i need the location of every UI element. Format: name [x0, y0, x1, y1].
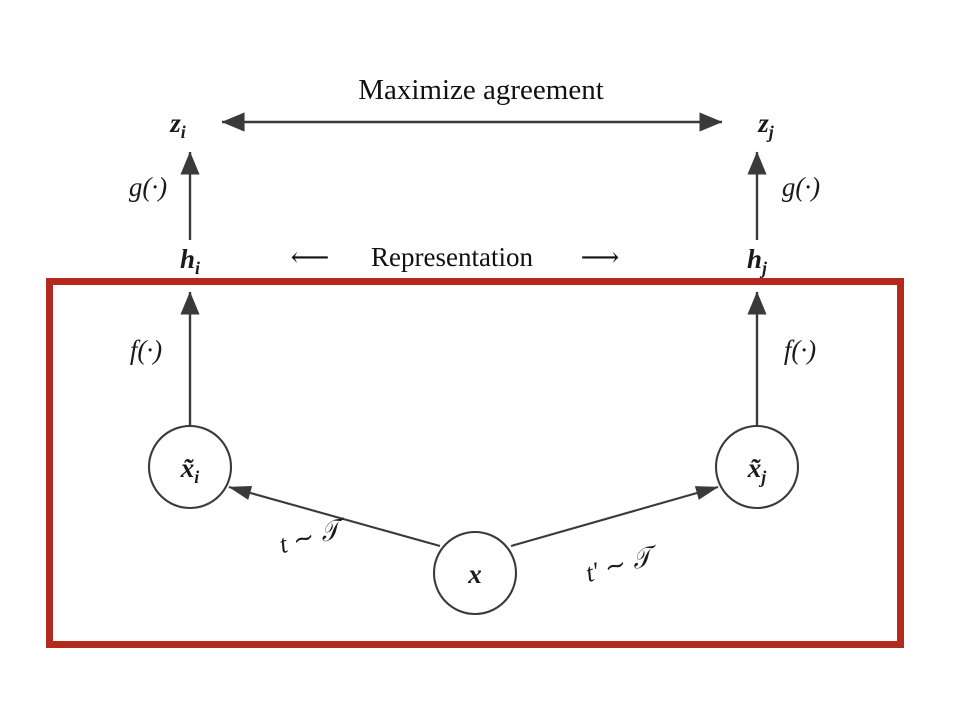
- representation-arrow-left-icon: ⟵: [291, 242, 330, 272]
- g-left-label: g(·): [129, 172, 167, 202]
- g-right-label: g(·): [782, 172, 820, 202]
- transform-right-arrow: [510, 485, 719, 548]
- node-xtilde-j-label: x̃j: [747, 453, 767, 487]
- h-j-label: hj: [747, 244, 767, 278]
- transform-left-arrow: [228, 485, 441, 548]
- z-i-label: zi: [169, 108, 186, 142]
- node-xtilde-i: [147, 424, 233, 510]
- node-x-label: x: [467, 559, 482, 589]
- maximize-agreement-label: Maximize agreement: [358, 74, 604, 106]
- node-xtilde-j: [714, 424, 800, 510]
- f-right-label: f(·): [784, 335, 816, 365]
- representation-arrow-right-icon: ⟶: [581, 242, 620, 272]
- z-j-label: zj: [757, 108, 774, 142]
- representation-label: Representation: [371, 242, 533, 272]
- highlight-box: [46, 278, 904, 648]
- h-i-label: hi: [180, 244, 200, 278]
- node-xtilde-i-label: x̃i: [180, 453, 200, 487]
- node-x: [432, 530, 518, 616]
- f-left-label: f(·): [130, 335, 162, 365]
